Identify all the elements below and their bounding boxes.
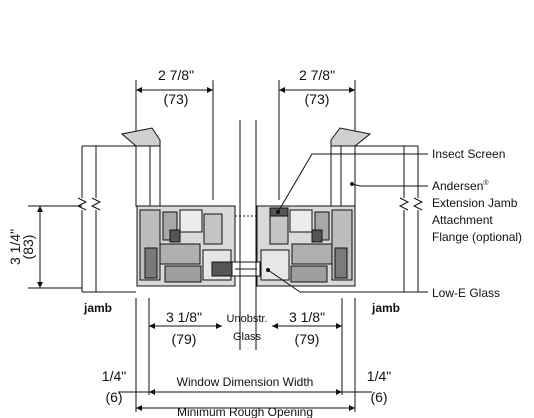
callout-andersen-reg: ® (483, 179, 489, 187)
right-frame-profile (256, 205, 356, 287)
callout-leaders (267, 153, 428, 293)
bottom-left-dim-mm: (79) (172, 331, 197, 347)
callout-extension-jamb: Extension Jamb (432, 196, 518, 210)
jamb-label-left: jamb (83, 301, 112, 315)
callout-low-e-glass: Low-E Glass (432, 286, 500, 300)
bottom-left-dim-fraction: 3 1/8" (166, 309, 202, 325)
flange-leader-dot (350, 182, 354, 186)
unobstructed-glass-line1: Unobstr. (227, 313, 268, 325)
top-right-dim-fraction: 2 7/8" (299, 67, 335, 83)
callout-andersen-name: Andersen (432, 179, 483, 193)
left-wall-section (76, 127, 161, 293)
edge-left-dim-mm: (6) (105, 389, 122, 405)
left-frame-profile (136, 205, 236, 287)
top-right-dim-mm: (73) (305, 91, 330, 107)
top-left-dim-mm: (73) (164, 91, 189, 107)
bottom-right-dim-fraction: 3 1/8" (289, 309, 325, 325)
window-dimension-width: Window Dimension Width (177, 375, 314, 389)
height-dim-fraction: 3 1/4" (7, 229, 23, 265)
edge-left-dim-fraction: 1/4" (102, 368, 126, 384)
top-left-dim-fraction: 2 7/8" (158, 67, 194, 83)
callout-flange: Flange (optional) (432, 230, 522, 244)
insect-screen-leader-dot (276, 210, 280, 214)
callout-attachment: Attachment (432, 213, 493, 227)
edge-right-dim-mm: (6) (370, 389, 387, 405)
glass-leader-dot (266, 268, 270, 272)
height-dim-mm: (83) (20, 235, 36, 260)
bottom-dimension-lines (118, 298, 372, 412)
low-e-glass-pane (231, 215, 261, 277)
edge-right-dim-fraction: 1/4" (367, 368, 391, 384)
bottom-right-dim-mm: (79) (295, 331, 320, 347)
callout-insect-screen: Insect Screen (432, 147, 505, 161)
minimum-rough-opening: Minimum Rough Opening (177, 405, 313, 418)
callout-andersen: Andersen® (432, 179, 489, 193)
jamb-label-right: jamb (371, 301, 400, 315)
center-break-lines (239, 120, 257, 350)
height-dimension (28, 205, 82, 289)
unobstructed-glass-line2: Glass (233, 331, 262, 343)
